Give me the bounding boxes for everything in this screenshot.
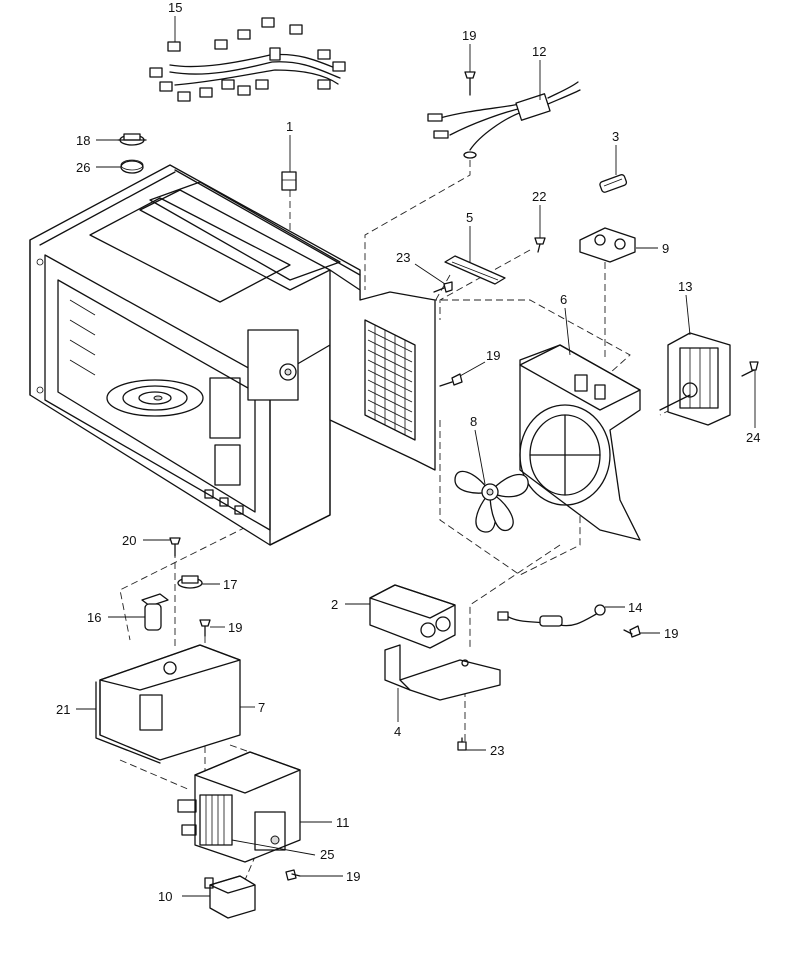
- part-3-fuse: [599, 174, 628, 193]
- callout-20: 20: [122, 533, 136, 548]
- part-9-fuse-holder: [579, 227, 636, 263]
- part-19-screw-top: [464, 71, 476, 96]
- callout-7: 7: [258, 700, 265, 715]
- callout-13: 13: [678, 279, 692, 294]
- part-10-noise-filter: [204, 875, 256, 919]
- callout-4: 4: [394, 724, 401, 739]
- callout-25: 25: [320, 847, 334, 862]
- callout-19: 19: [664, 626, 678, 641]
- part-20-screw: [169, 537, 181, 557]
- callout-18: 18: [76, 133, 90, 148]
- part-13-transformer: [659, 332, 731, 426]
- part-24-screw: [741, 361, 759, 377]
- callout-12: 12: [532, 44, 546, 59]
- part-19-screw-bottom: [285, 869, 301, 881]
- part-14-diode: [497, 604, 606, 627]
- part-26-cover: [120, 159, 144, 174]
- part-18-thermostat: [117, 133, 147, 146]
- callout-19: 19: [486, 348, 500, 363]
- part-15-wire-harness: [149, 17, 346, 102]
- callout-21: 21: [56, 702, 70, 717]
- part-12-power-cord: [427, 81, 581, 159]
- callout-8: 8: [470, 414, 477, 429]
- part-5-guide-plate: [444, 255, 506, 285]
- callout-23: 23: [396, 250, 410, 265]
- part-1-switch: [281, 171, 297, 191]
- part-17-thermostat: [177, 575, 203, 589]
- part-2-capacitor: [369, 584, 456, 649]
- callout-22: 22: [532, 189, 546, 204]
- callout-23: 23: [490, 743, 504, 758]
- callout-24: 24: [746, 430, 760, 445]
- callout-11: 11: [336, 815, 350, 830]
- callout-1: 1: [286, 119, 293, 134]
- callout-3: 3: [612, 129, 619, 144]
- callout-2: 2: [331, 597, 338, 612]
- part-8-fan-blade: [454, 470, 529, 533]
- part-16-thermal-fuse: [141, 593, 169, 631]
- part-7-bracket: [95, 644, 241, 764]
- part-11-magnetron: [177, 751, 301, 863]
- callout-19: 19: [462, 28, 476, 43]
- part-19-screw-mid: [439, 373, 463, 387]
- callout-15: 15: [168, 0, 182, 15]
- callout-19: 19: [228, 620, 242, 635]
- callout-10: 10: [158, 889, 172, 904]
- callout-17: 17: [223, 577, 237, 592]
- callout-19: 19: [346, 869, 360, 884]
- callout-6: 6: [560, 292, 567, 307]
- callout-26: 26: [76, 160, 90, 175]
- part-23-screw-upper: [433, 281, 453, 293]
- part-19-screw-right: [623, 625, 641, 638]
- callout-5: 5: [466, 210, 473, 225]
- callout-16: 16: [87, 610, 101, 625]
- part-6-fan-bracket: [519, 344, 641, 541]
- leader-lines: [76, 16, 756, 897]
- callout-9: 9: [662, 241, 669, 256]
- vent-grid: [367, 325, 413, 435]
- part-19-screw-left: [199, 619, 211, 637]
- callout-labels: 15 19 12 1 18 26 3 22 5 23 9 6 13 19 8 2…: [56, 0, 760, 904]
- callout-14: 14: [628, 600, 642, 615]
- part-4-capacitor-bracket: [384, 644, 501, 701]
- back-plate-vent: [329, 269, 436, 471]
- oven-cavity-chassis: [29, 164, 361, 546]
- part-22-screw: [534, 237, 546, 253]
